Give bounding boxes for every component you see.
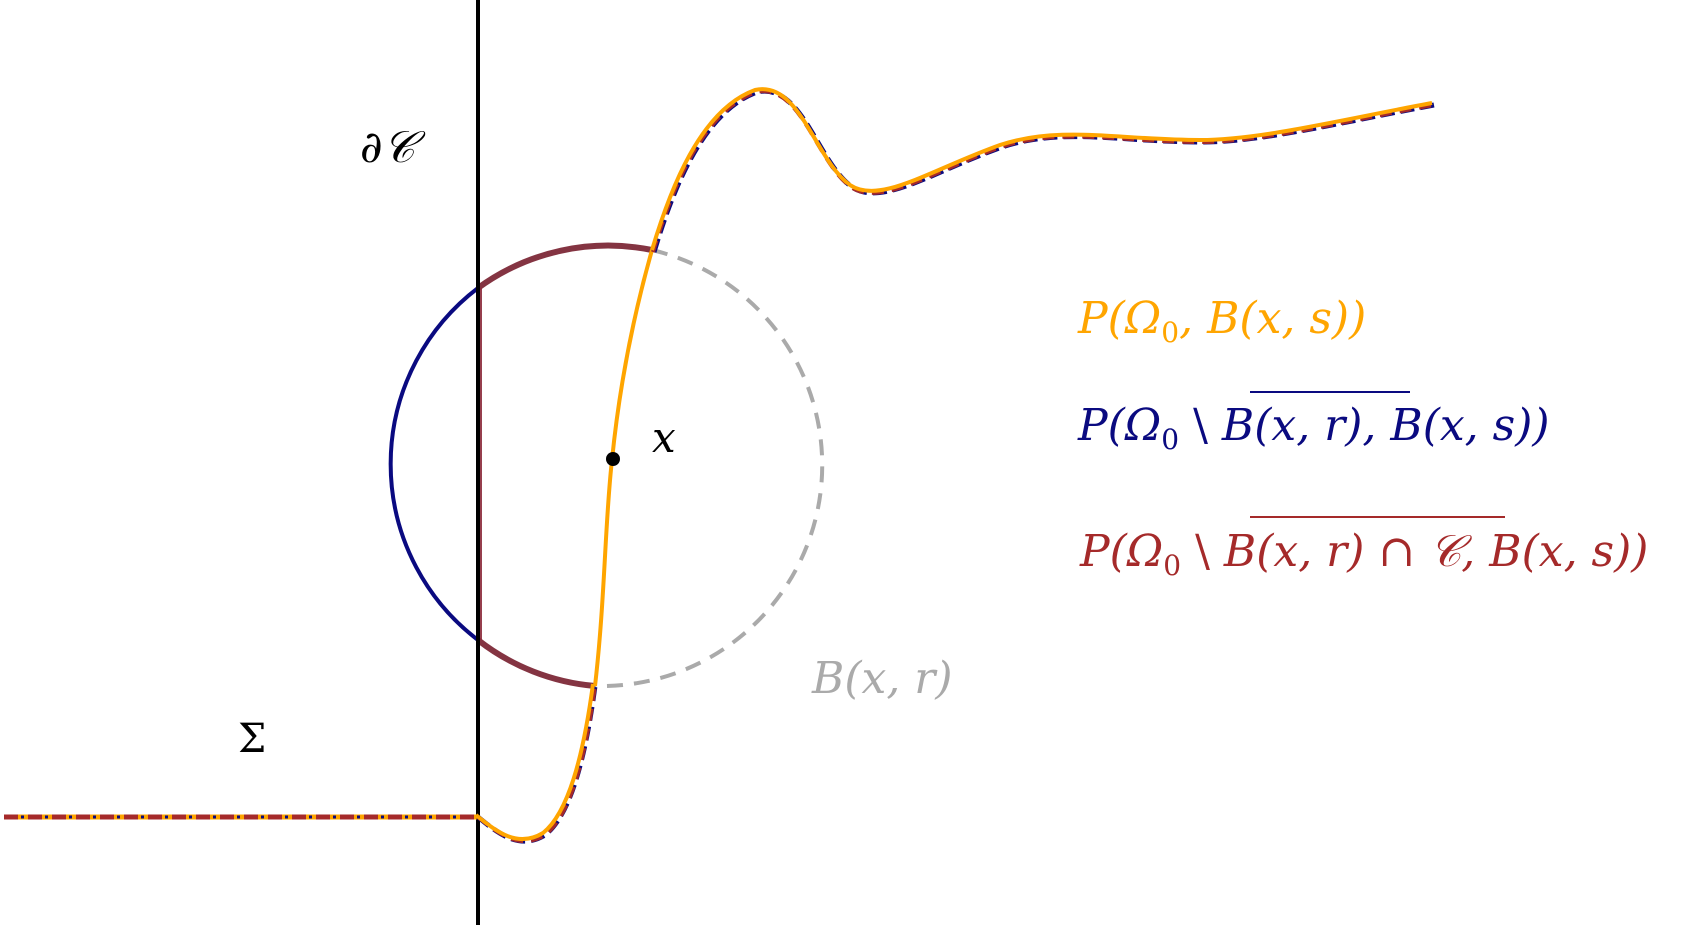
legend-red: P(Ω0 \ B(x, r) ∩ 𝒞, B(x, s)) bbox=[1079, 526, 1648, 582]
red-arc-top bbox=[476, 242, 653, 291]
point-x-label: x bbox=[652, 413, 676, 462]
curve-upper bbox=[650, 87, 1435, 253]
legend-blue: P(Ω0 \ B(x, r), B(x, s)) bbox=[1077, 400, 1550, 456]
ball-boundary-dashed bbox=[594, 248, 825, 689]
blue-arc bbox=[388, 286, 480, 642]
curve-lower bbox=[474, 683, 598, 844]
curve-inside-ball bbox=[593, 249, 654, 687]
red-arc-bottom bbox=[476, 637, 596, 689]
ball-label: B(x, r) bbox=[811, 653, 953, 704]
boundary-label: ∂𝒞 bbox=[360, 122, 426, 173]
legend-orange: P(Ω0, B(x, s)) bbox=[1077, 293, 1366, 349]
center-point bbox=[606, 452, 620, 466]
sigma-label: Σ bbox=[238, 716, 266, 762]
